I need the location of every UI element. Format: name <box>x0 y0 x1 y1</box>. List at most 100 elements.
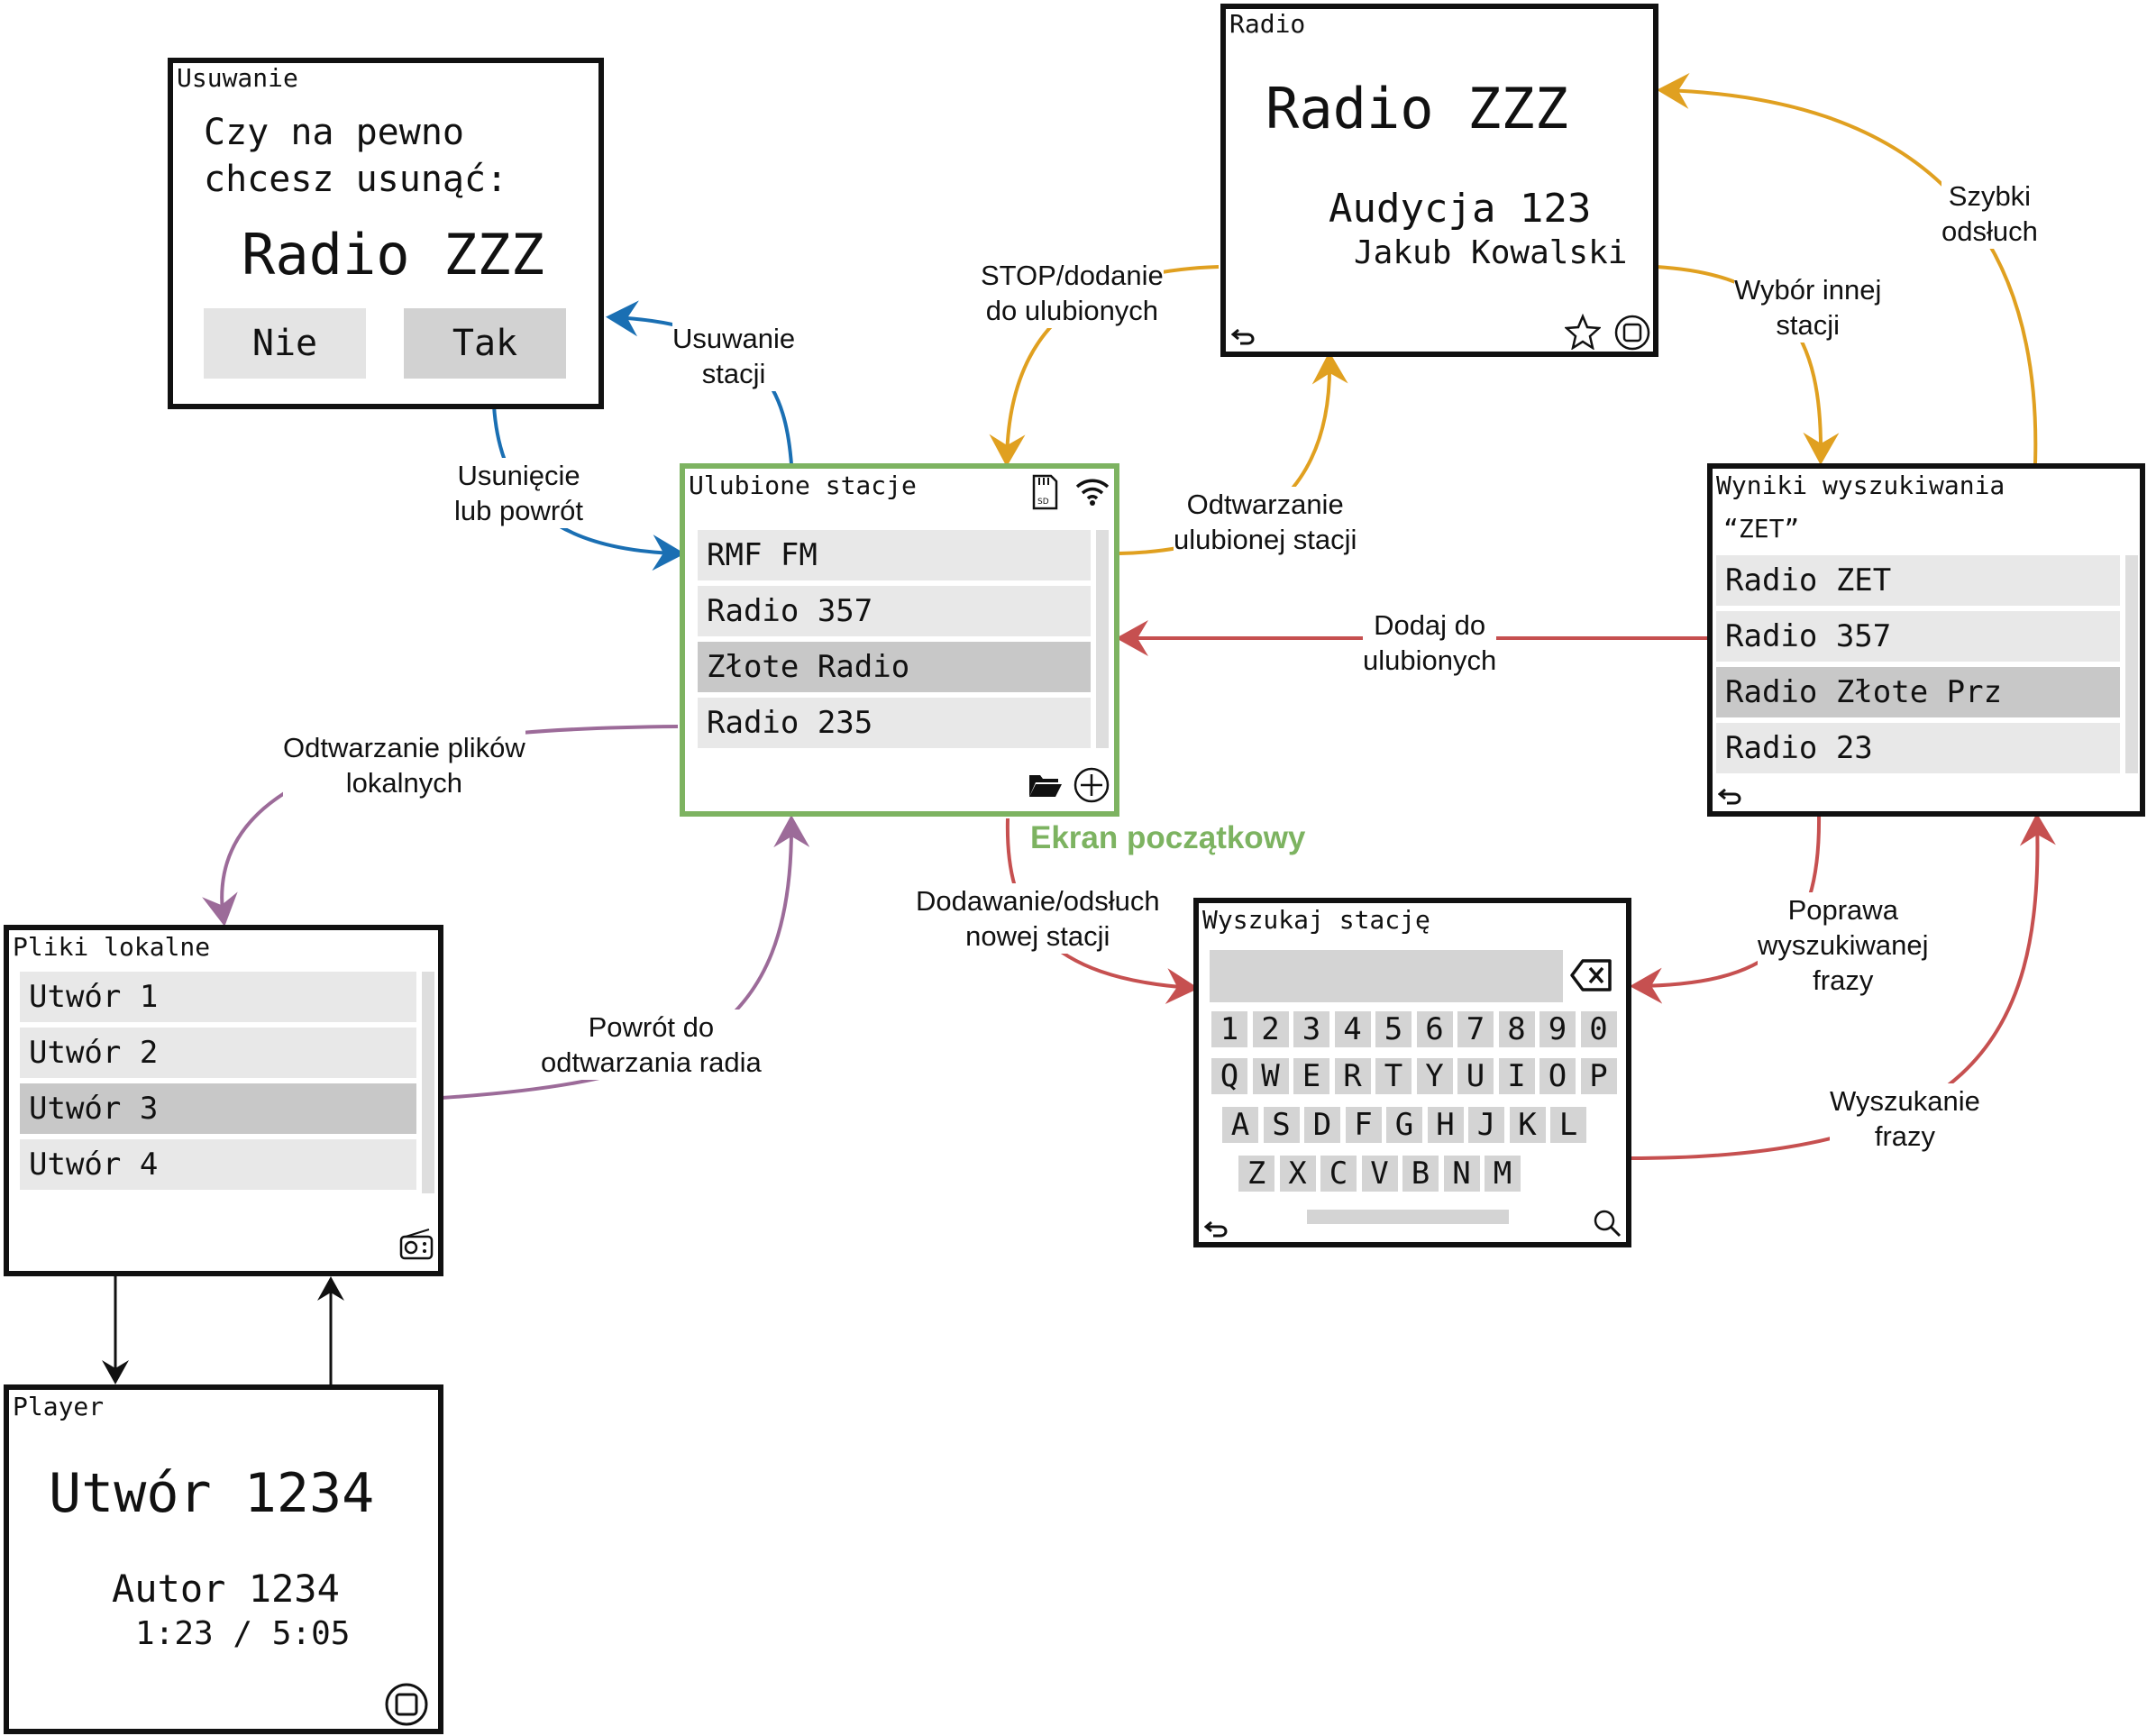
sd-card-icon: SD <box>1032 474 1058 510</box>
edge-label-poprawa: Poprawa wyszukiwanej frazy <box>1758 892 1929 998</box>
edge-label-odtwarzanie-plikow: Odtwarzanie plików lokalnych <box>283 730 525 800</box>
edge-label-odtwarzanie-ulubionej: Odtwarzanie ulubionej stacji <box>1174 487 1357 557</box>
list-item-selected[interactable]: Utwór 3 <box>20 1083 416 1134</box>
svg-text:SD: SD <box>1037 498 1049 507</box>
key[interactable]: O <box>1539 1058 1576 1094</box>
key[interactable]: A <box>1222 1107 1258 1143</box>
key[interactable]: 6 <box>1416 1011 1453 1047</box>
list-item[interactable]: Radio 235 <box>698 698 1091 748</box>
yes-button[interactable]: Tak <box>404 308 566 379</box>
key[interactable]: P <box>1580 1058 1617 1094</box>
edge-label-powrot-radia: Powrót do odtwarzania radia <box>541 1010 762 1080</box>
key[interactable]: T <box>1375 1058 1412 1094</box>
key[interactable]: L <box>1550 1107 1586 1143</box>
back-icon[interactable] <box>1718 784 1743 806</box>
key[interactable]: S <box>1263 1107 1300 1143</box>
stop-icon[interactable] <box>1613 314 1651 352</box>
list-item-selected[interactable]: Złote Radio <box>698 642 1091 692</box>
key[interactable]: Q <box>1211 1058 1247 1094</box>
add-icon[interactable] <box>1073 766 1110 804</box>
edge-label-szybki-odsluch: Szybki odsłuch <box>1941 178 2038 249</box>
list-item[interactable]: RMF FM <box>698 530 1091 580</box>
list-item[interactable]: Radio 23 <box>1716 723 2120 773</box>
edge-wyszukanie <box>1629 813 2056 1160</box>
stop-icon[interactable] <box>384 1682 429 1727</box>
key[interactable]: 9 <box>1539 1011 1576 1047</box>
key[interactable]: X <box>1279 1156 1316 1192</box>
key[interactable]: W <box>1252 1058 1289 1094</box>
screen-title: Wyniki wyszukiwania <box>1716 471 2005 500</box>
key[interactable]: 4 <box>1334 1011 1371 1047</box>
screen-usuwanie: Usuwanie Czy na pewno chcesz usunąć: Rad… <box>168 58 604 409</box>
confirm-line-2: chcesz usunąć: <box>204 159 508 200</box>
screen-local-files: Pliki lokalne Utwór 1 Utwór 2 Utwór 3 Ut… <box>4 925 443 1276</box>
key[interactable]: C <box>1320 1156 1357 1192</box>
folder-icon[interactable] <box>1028 770 1064 800</box>
key[interactable]: K <box>1509 1107 1546 1143</box>
key[interactable]: N <box>1443 1156 1480 1192</box>
screen-player: Player Utwór 1234 Autor 1234 1:23 / 5:05 <box>4 1384 443 1734</box>
edge-label-usuwanie-stacji: Usuwanie stacji <box>672 321 796 391</box>
back-icon[interactable] <box>1204 1217 1229 1238</box>
station-name: Radio ZZZ <box>1265 76 1568 142</box>
key[interactable]: Z <box>1238 1156 1274 1192</box>
list-item[interactable]: Utwór 4 <box>20 1139 416 1190</box>
track-author: Autor 1234 <box>112 1567 340 1611</box>
key[interactable]: Y <box>1416 1058 1453 1094</box>
show-name: Audycja 123 <box>1329 186 1592 232</box>
key[interactable]: 5 <box>1375 1011 1412 1047</box>
confirm-line-1: Czy na pewno <box>204 112 464 153</box>
search-query: “ZET” <box>1723 514 1800 544</box>
scrollbar[interactable] <box>2125 555 2138 773</box>
key[interactable]: G <box>1386 1107 1422 1143</box>
backspace-icon[interactable] <box>1570 957 1613 993</box>
host-name: Jakub Kowalski <box>1354 234 1628 271</box>
screen-radio: Radio Radio ZZZ Audycja 123 Jakub Kowals… <box>1220 4 1658 357</box>
key[interactable]: I <box>1498 1058 1535 1094</box>
no-button[interactable]: Nie <box>204 308 366 379</box>
station-name: Radio ZZZ <box>242 222 544 288</box>
star-icon[interactable] <box>1565 314 1601 350</box>
key[interactable]: 0 <box>1580 1011 1617 1047</box>
key[interactable]: 8 <box>1498 1011 1535 1047</box>
key[interactable]: 1 <box>1211 1011 1247 1047</box>
spacebar[interactable] <box>1307 1210 1509 1224</box>
list-item-selected[interactable]: Radio Złote Prz <box>1716 667 2120 717</box>
key[interactable]: H <box>1427 1107 1464 1143</box>
key[interactable]: 3 <box>1293 1011 1329 1047</box>
key[interactable]: B <box>1402 1156 1439 1192</box>
key[interactable]: V <box>1361 1156 1398 1192</box>
key[interactable]: 7 <box>1457 1011 1494 1047</box>
key[interactable]: J <box>1468 1107 1504 1143</box>
screen-title: Radio <box>1229 9 1306 39</box>
edge-label-dodaj-do-ulubionych: Dodaj do ulubionych <box>1363 608 1497 678</box>
edge-label-usuniecie-powrot: Usunięcie lub powrót <box>454 458 584 528</box>
edge-label-wybor-innej: Wybór innej stacji <box>1734 272 1882 343</box>
list-item[interactable]: Radio 357 <box>698 586 1091 636</box>
list-item[interactable]: Utwór 1 <box>20 972 416 1022</box>
edge-label-stop-dodanie: STOP/dodanie do ulubionych <box>981 258 1164 328</box>
key[interactable]: F <box>1345 1107 1382 1143</box>
screen-title: Player <box>13 1392 105 1421</box>
search-input[interactable] <box>1210 950 1563 1002</box>
key[interactable]: U <box>1457 1058 1494 1094</box>
wifi-icon <box>1075 479 1110 506</box>
key[interactable]: D <box>1304 1107 1340 1143</box>
list-item[interactable]: Radio ZET <box>1716 555 2120 606</box>
screen-results: Wyniki wyszukiwania “ZET” Radio ZET Radi… <box>1707 463 2145 817</box>
list-item[interactable]: Radio 357 <box>1716 611 2120 662</box>
scrollbar[interactable] <box>422 972 434 1193</box>
home-caption: Ekran początkowy <box>1030 820 1306 855</box>
list-item[interactable]: Utwór 2 <box>20 1028 416 1078</box>
scrollbar[interactable] <box>1096 530 1109 748</box>
key[interactable]: R <box>1334 1058 1371 1094</box>
radio-icon[interactable] <box>398 1228 434 1260</box>
key[interactable]: 2 <box>1252 1011 1289 1047</box>
back-icon[interactable] <box>1231 324 1256 346</box>
key[interactable]: M <box>1485 1156 1521 1192</box>
key[interactable]: E <box>1293 1058 1329 1094</box>
search-icon[interactable] <box>1592 1208 1622 1238</box>
edge-label-dodawanie-odsluch: Dodawanie/odsłuch nowej stacji <box>916 883 1160 954</box>
screen-title: Ulubione stacje <box>689 471 917 500</box>
